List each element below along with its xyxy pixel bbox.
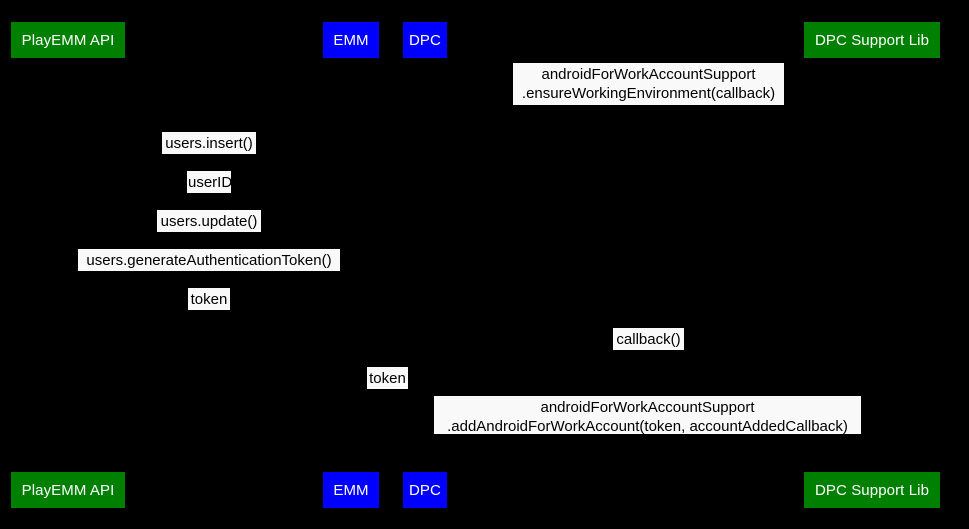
participant-playemm-api-top[interactable]: PlayEMM API: [11, 22, 125, 58]
message-label-token-to-dpc: token: [367, 367, 408, 389]
message-label-users-update: users.update(): [157, 210, 261, 232]
participant-dpc-bottom[interactable]: DPC: [403, 472, 447, 508]
participant-playemm-api-bottom[interactable]: PlayEMM API: [11, 472, 125, 508]
participant-dpc-support-lib-bottom[interactable]: DPC Support Lib: [804, 472, 940, 508]
participant-dpc-top[interactable]: DPC: [403, 22, 447, 58]
message-label-users-insert: users.insert(): [162, 132, 256, 154]
participant-label: DPC Support Lib: [814, 481, 930, 499]
participant-emm-top[interactable]: EMM: [323, 22, 379, 58]
participant-label: EMM: [333, 481, 369, 499]
message-label-users-generate-authentication-token: users.generateAuthenticationToken(): [78, 249, 340, 271]
message-label-ensure-working-environment: androidForWorkAccountSupport .ensureWork…: [513, 63, 784, 105]
participant-emm-bottom[interactable]: EMM: [323, 472, 379, 508]
participant-label: DPC: [409, 481, 441, 499]
participant-label: EMM: [333, 31, 369, 49]
participant-dpc-support-lib-top[interactable]: DPC Support Lib: [804, 22, 940, 58]
message-label-add-android-for-work-account: androidForWorkAccountSupport .addAndroid…: [434, 396, 861, 435]
participant-label: DPC: [409, 31, 441, 49]
message-label-user-id: userID: [187, 171, 232, 193]
participant-label: PlayEMM API: [21, 481, 115, 499]
message-label-token-to-emm: token: [188, 288, 230, 310]
participant-label: PlayEMM API: [21, 31, 115, 49]
message-label-callback: callback(): [613, 328, 684, 350]
participant-label: DPC Support Lib: [814, 31, 930, 49]
